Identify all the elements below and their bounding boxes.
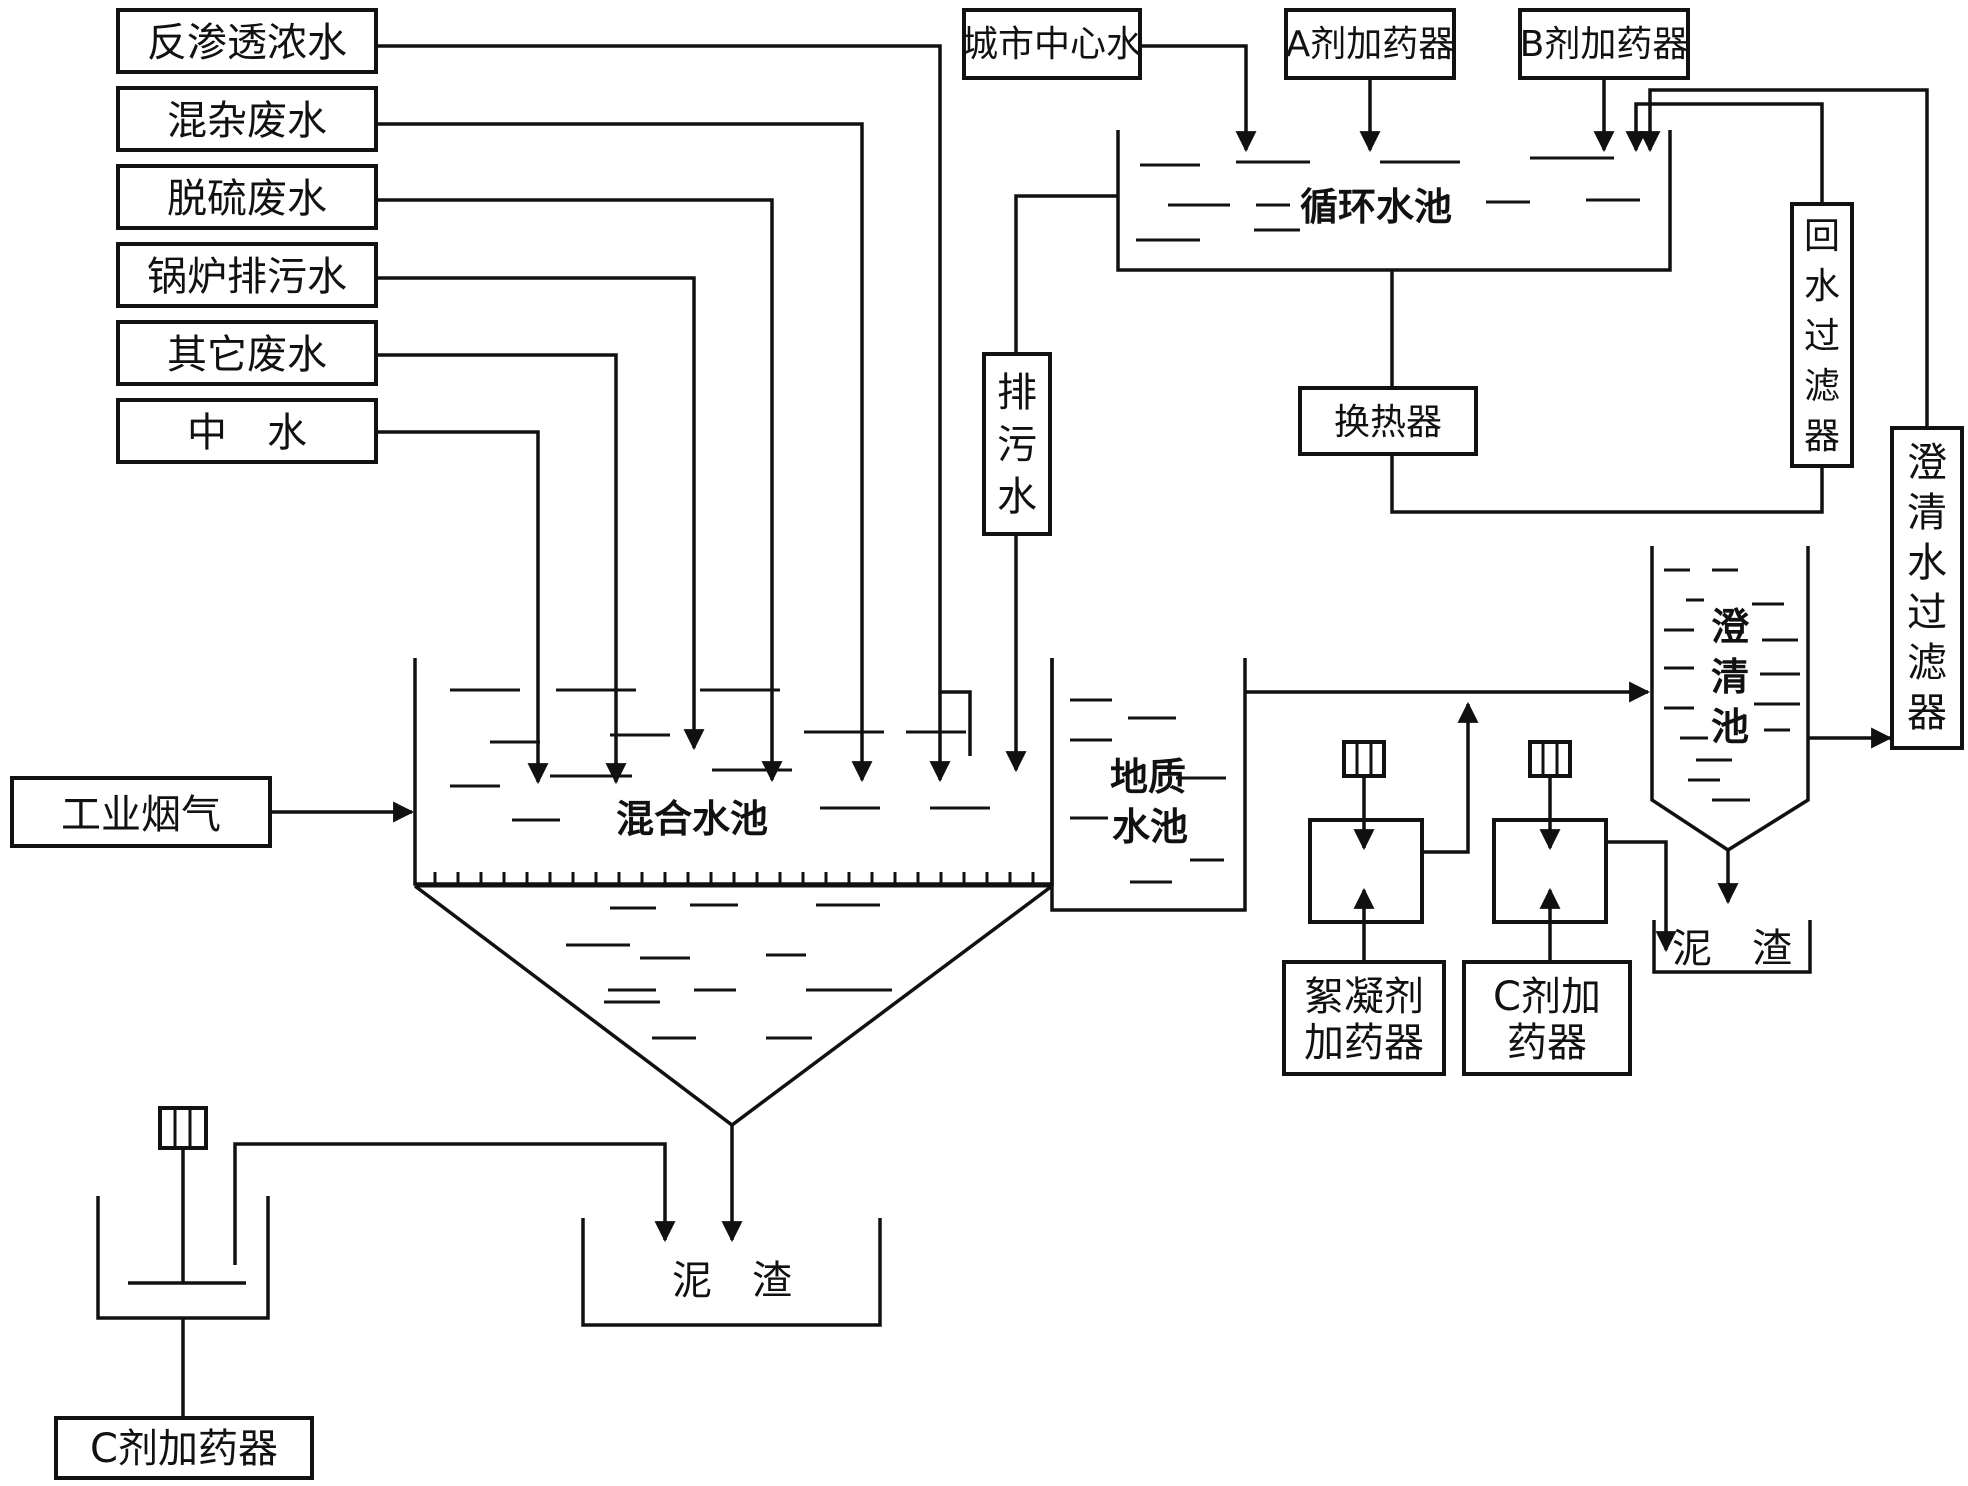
- clear-filter-char-6: 器: [1907, 690, 1947, 736]
- sludge-bin-right: 泥 渣: [1652, 920, 1812, 974]
- source-desulfurization-label: 脱硫废水: [167, 176, 327, 222]
- return-filter-box: 回 水 过 滤 器: [1790, 202, 1854, 468]
- sludge-right-label: 泥 渣: [1672, 926, 1792, 972]
- source-reclaimed-water: 中 水: [116, 398, 378, 464]
- flocculant-doser-line-2: 加药器: [1304, 1020, 1424, 1066]
- city-water-box: 城市中心水: [962, 8, 1142, 80]
- exchanger-to-filter-pipe: [1390, 454, 1824, 514]
- geo-pool: 地质 水池: [1050, 658, 1247, 912]
- clear-filter-char-3: 水: [1907, 540, 1947, 586]
- mixing-pool-water: [450, 688, 990, 1040]
- city-water-arrow: [1140, 44, 1257, 153]
- source-mixed-waste-label: 混杂废水: [167, 98, 327, 144]
- clear-filter-char-1: 澄: [1907, 440, 1947, 486]
- clear-filter-to-circ-arrow: [1639, 88, 1929, 428]
- clarifier: 澄 清 池: [1650, 546, 1810, 853]
- doser-a-box: A剂加药器: [1284, 8, 1456, 80]
- c-doser-right-box: C剂加 药器: [1462, 960, 1632, 1076]
- return-filter-char-4: 滤: [1804, 366, 1840, 407]
- source-pipes: [376, 44, 972, 785]
- circulation-pool-label: 循环水池: [1300, 185, 1452, 229]
- c-doser-right-to-sludge-arrow: [1606, 840, 1677, 953]
- c-doser-right-line-2: 药器: [1507, 1020, 1587, 1066]
- blowdown-char-2: 污: [997, 422, 1037, 468]
- source-mixed-waste: 混杂废水: [116, 86, 378, 152]
- return-filter-char-3: 过: [1804, 316, 1840, 357]
- clear-filter-char-2: 清: [1907, 490, 1947, 536]
- mixing-pool: 混合水池: [413, 658, 1054, 1128]
- c-doser-mixing-tank: [96, 1106, 270, 1418]
- clarifier-char-1: 澄: [1711, 605, 1750, 649]
- source-desulfurization: 脱硫废水: [116, 164, 378, 230]
- return-filter-char-5: 器: [1804, 416, 1840, 457]
- c-dosing-tank-right: [1492, 740, 1608, 962]
- circulation-pool: 循环水池: [1116, 130, 1672, 272]
- doser-b-label: B剂加药器: [1520, 24, 1689, 65]
- geo-pool-label-1: 地质: [1110, 755, 1186, 799]
- c-doser-bottom-label: C剂加药器: [90, 1426, 278, 1472]
- c-doser-bottom-pipe: [233, 1142, 676, 1265]
- flocculant-tank: [1308, 740, 1424, 962]
- geo-pool-label-2: 水池: [1112, 805, 1188, 849]
- flocculant-doser-box: 絮凝剂 加药器: [1282, 960, 1446, 1076]
- source-other-waste: 其它废水: [116, 320, 378, 386]
- clear-water-filter-box: 澄 清 水 过 滤 器: [1890, 426, 1964, 750]
- flocculant-doser-line-1: 絮凝剂: [1304, 974, 1424, 1020]
- source-reclaimed-water-label: 中 水: [187, 410, 307, 456]
- flue-gas-label: 工业烟气: [61, 792, 221, 838]
- return-filter-char-2: 水: [1804, 266, 1840, 307]
- blowdown-char-3: 水: [997, 474, 1037, 520]
- clarifier-char-3: 池: [1711, 705, 1749, 749]
- return-filter-char-1: 回: [1804, 216, 1840, 257]
- city-water-label: 城市中心水: [962, 24, 1142, 65]
- blowdown-water-box: 排 污 水: [982, 352, 1052, 536]
- source-other-waste-label: 其它废水: [167, 332, 327, 378]
- flocculant-to-main-arrow: [1422, 701, 1479, 854]
- blowdown-char-1: 排: [997, 370, 1037, 416]
- c-doser-right-line-1: C剂加: [1493, 974, 1601, 1020]
- doser-b-box: B剂加药器: [1518, 8, 1690, 80]
- clear-filter-char-4: 过: [1907, 590, 1947, 636]
- heat-exchanger-box: 换热器: [1298, 386, 1478, 456]
- sludge-main-label: 泥 渣: [672, 1258, 792, 1304]
- mixing-pool-grate: [433, 872, 1035, 884]
- source-reverse-osmosis: 反渗透浓水: [116, 8, 378, 74]
- c-doser-bottom-box: C剂加药器: [54, 1416, 314, 1480]
- source-boiler-blowdown: 锅炉排污水: [116, 242, 378, 308]
- source-reverse-osmosis-label: 反渗透浓水: [147, 20, 347, 66]
- source-boiler-blowdown-label: 锅炉排污水: [147, 254, 347, 300]
- mixing-pool-label: 混合水池: [616, 797, 768, 841]
- heat-exchanger-label: 换热器: [1334, 402, 1442, 443]
- doser-a-label: A剂加药器: [1286, 24, 1455, 65]
- sludge-bin-main: 泥 渣: [581, 1218, 882, 1327]
- blowdown-pipe-top: [1014, 194, 1118, 354]
- flue-gas-box: 工业烟气: [10, 776, 272, 848]
- return-filter-to-circ-arrow: [1625, 102, 1824, 204]
- clear-filter-char-5: 滤: [1907, 640, 1947, 686]
- clarifier-char-2: 清: [1711, 655, 1749, 699]
